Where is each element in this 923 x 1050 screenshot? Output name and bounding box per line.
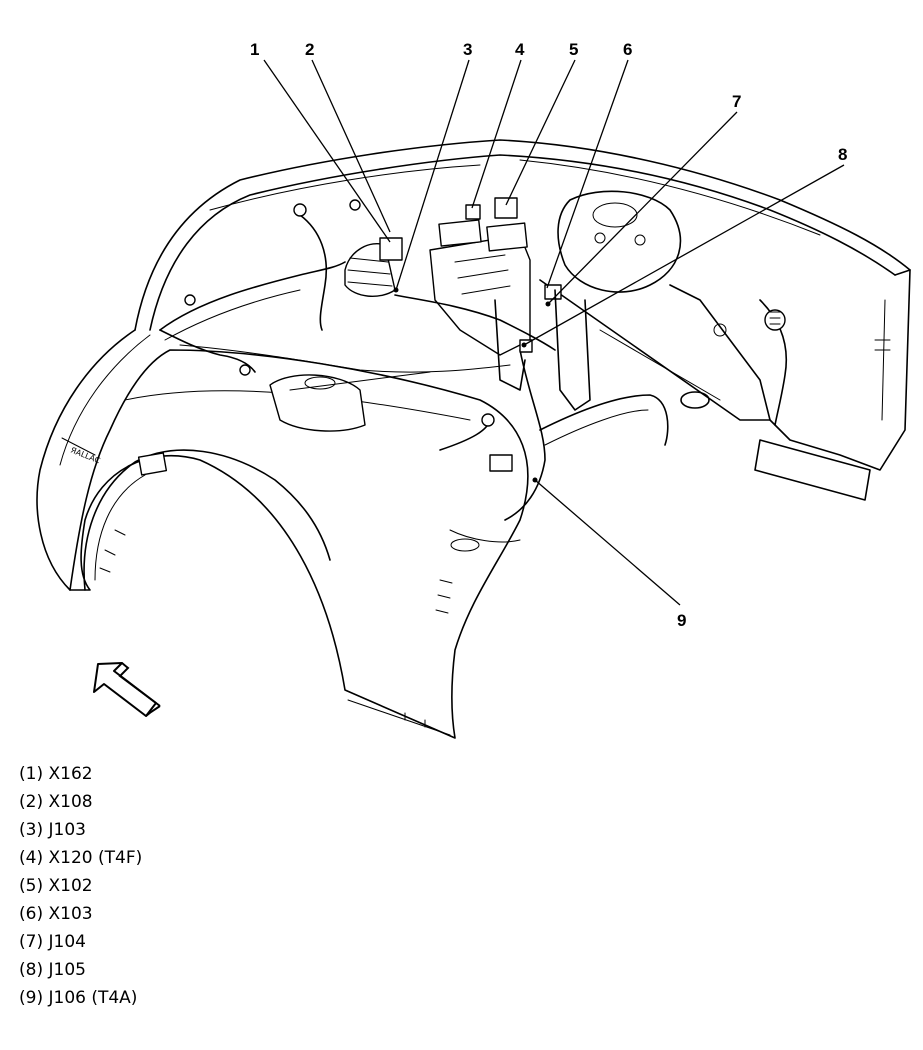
callout-4: 4: [515, 40, 525, 59]
lower-engine-bay: [179, 344, 511, 373]
legend-item: (2) X108: [19, 792, 93, 812]
callout-7: 7: [732, 92, 741, 111]
legend-item: (1) X162: [19, 764, 93, 784]
legend-item: (4) X120 (T4F): [19, 848, 143, 868]
callout-6: 6: [623, 40, 632, 59]
left-side-harness: [159, 261, 346, 331]
callout-3: 3: [463, 40, 472, 59]
wheel-well-liner: [83, 449, 331, 591]
callout-1: 1: [250, 40, 259, 59]
callout-8: 8: [838, 145, 847, 164]
right-fender-panel: [769, 269, 911, 471]
legend-item: (5) X102: [19, 876, 93, 896]
front-fascia: [36, 329, 136, 591]
leader-lines: [263, 59, 845, 606]
svg-text:ЯALLAC: ЯALLAC: [69, 446, 102, 466]
callout-9: 9: [677, 611, 686, 630]
legend-item: (7) J104: [19, 932, 86, 952]
engine-compartment-diagram: ЯALLAC: [36, 40, 911, 739]
callout-2: 2: [305, 40, 314, 59]
fuse-block: [429, 234, 531, 356]
legend-item: (8) J105: [19, 960, 86, 980]
legend-item: (6) X103: [19, 904, 93, 924]
hood-opening-outline: [134, 139, 911, 331]
legend-item: (3) J103: [19, 820, 86, 840]
cowl-inner-edge: [149, 154, 896, 331]
legend-item: (9) J106 (T4A): [19, 988, 138, 1008]
connector-legend: (1) X162 (2) X108 (3) J103 (4) X120 (T4F…: [19, 760, 142, 1012]
callout-5: 5: [569, 40, 578, 59]
view-direction-arrow-icon: [93, 662, 161, 717]
front-harness: [394, 294, 556, 351]
left-fender: [69, 349, 529, 739]
coolant-reservoir: [269, 374, 366, 432]
right-front-harness: [539, 394, 669, 446]
diagram-canvas: ЯALLAC: [36, 40, 911, 739]
